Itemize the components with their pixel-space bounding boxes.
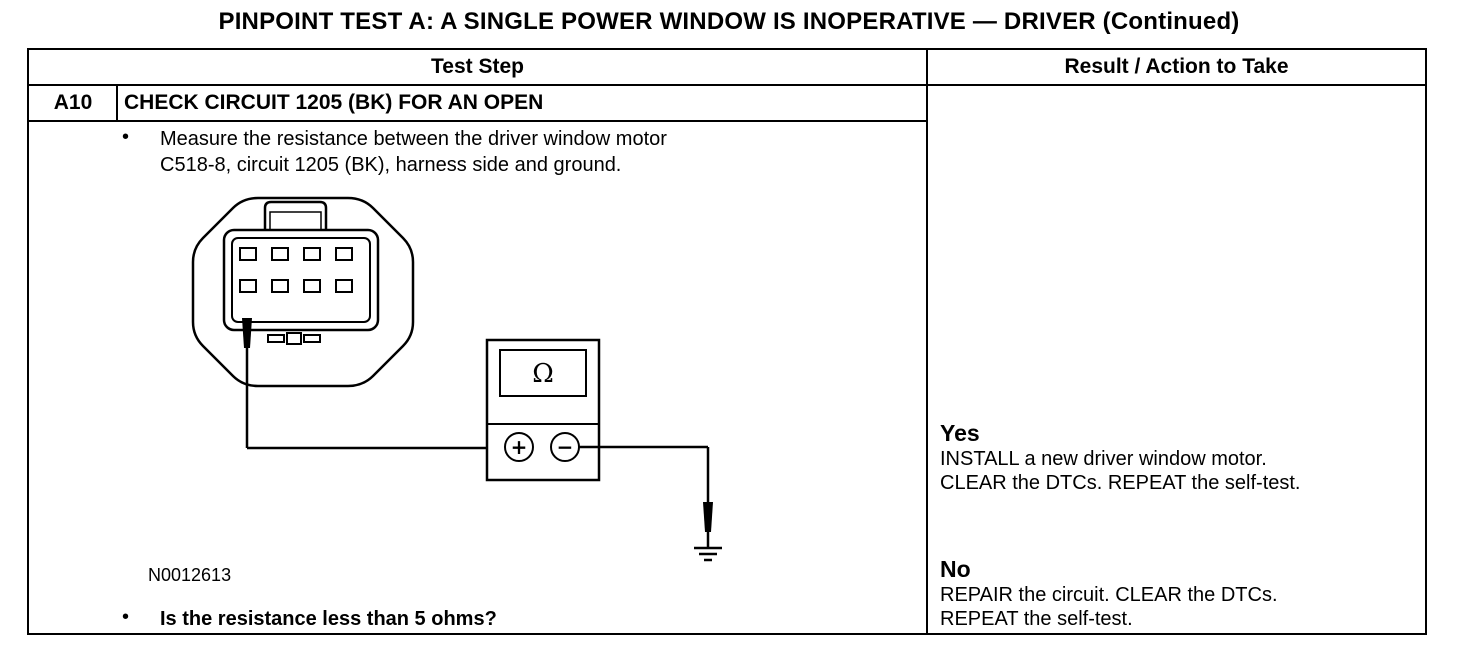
step-question: Is the resistance less than 5 ohms? <box>160 608 497 630</box>
result-no-text: REPAIR the circuit. CLEAR the DTCs. REPE… <box>940 584 1278 630</box>
test-diagram: Ω + − <box>191 196 722 562</box>
ground-lead <box>579 445 713 548</box>
figure-id: N0012613 <box>148 565 232 585</box>
minus-sign: − <box>557 435 574 459</box>
step-id: A10 <box>53 91 93 114</box>
header-test-step: Test Step <box>431 55 524 78</box>
bullet-1: • <box>122 126 130 148</box>
ground-icon <box>694 546 722 562</box>
result-no-label: No <box>940 556 971 582</box>
bullet-2: • <box>122 606 130 628</box>
step-title-divider <box>27 120 928 122</box>
header-divider <box>27 84 1427 86</box>
result-yes-text: INSTALL a new driver window motor. CLEAR… <box>940 448 1301 494</box>
column-divider <box>926 48 928 635</box>
step-id-divider <box>116 84 118 122</box>
test-table <box>27 48 1427 635</box>
step-title: CHECK CIRCUIT 1205 (BK) FOR AN OPEN <box>124 91 544 114</box>
page-title: PINPOINT TEST A: A SINGLE POWER WINDOW I… <box>218 8 1240 35</box>
plus-sign: + <box>511 435 528 459</box>
step-instruction: Measure the resistance between the drive… <box>160 128 667 176</box>
multimeter-icon: Ω + − <box>485 338 601 482</box>
header-result: Result / Action to Take <box>1064 55 1289 78</box>
connector-icon <box>191 196 415 388</box>
ohm-symbol: Ω <box>532 359 554 389</box>
probe-lead <box>242 318 490 450</box>
result-yes-label: Yes <box>940 420 980 446</box>
plus-terminal <box>504 432 534 462</box>
